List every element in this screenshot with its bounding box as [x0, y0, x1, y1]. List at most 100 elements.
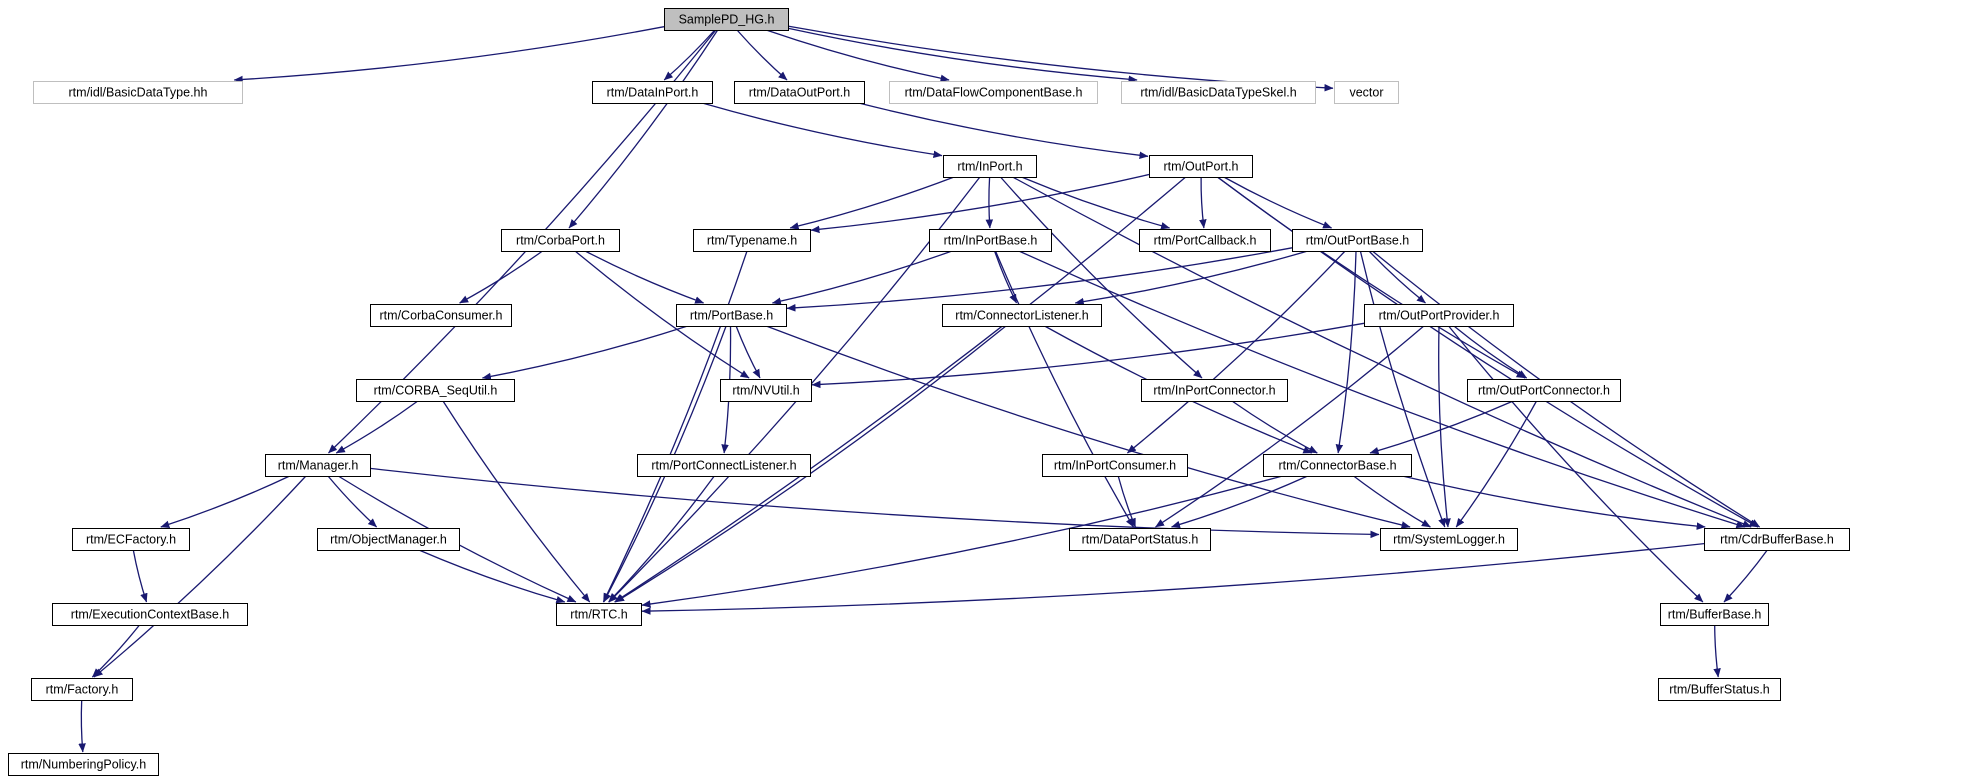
- node-inportbase[interactable]: rtm/InPortBase.h: [929, 229, 1052, 252]
- node-label-portcallback: rtm/PortCallback.h: [1154, 234, 1257, 248]
- node-corbaconsumer[interactable]: rtm/CorbaConsumer.h: [370, 304, 512, 327]
- node-label-inportconsumer: rtm/InPortConsumer.h: [1054, 459, 1176, 473]
- node-label-bufferstatus: rtm/BufferStatus.h: [1669, 683, 1770, 697]
- edge-inportbase-to-connectorlistener: [993, 250, 1018, 304]
- edge-inportbase-to-cdrbufferbase: [1018, 250, 1746, 529]
- edge-typename-to-rtc: [602, 250, 748, 603]
- node-box-portbase: [676, 304, 787, 327]
- node-corbaport[interactable]: rtm/CorbaPort.h: [501, 229, 620, 252]
- node-box-root: [664, 8, 789, 31]
- node-portcallback[interactable]: rtm/PortCallback.h: [1139, 229, 1271, 252]
- node-portconnectlistener[interactable]: rtm/PortConnectListener.h: [637, 454, 811, 477]
- node-box-objectmanager: [317, 528, 460, 551]
- node-box-factory: [31, 678, 133, 701]
- node-label-numberingpolicy: rtm/NumberingPolicy.h: [21, 758, 147, 772]
- node-outport[interactable]: rtm/OutPort.h: [1149, 155, 1253, 178]
- edge-inport-to-portcallback: [1021, 176, 1171, 230]
- edge-manager-to-systemlogger: [369, 467, 1380, 539]
- node-cdrbufferbase[interactable]: rtm/CdrBufferBase.h: [1704, 528, 1850, 551]
- edge-inportconsumer-to-dataportstatus: [1117, 475, 1137, 528]
- edge-root-to-dataoutport: [736, 29, 788, 81]
- node-rtc[interactable]: rtm/RTC.h: [556, 603, 642, 626]
- node-manager[interactable]: rtm/Manager.h: [265, 454, 371, 477]
- edge-portconnectlistener-to-rtc: [608, 475, 715, 603]
- edge-outportprovider-to-bufferbase: [1448, 325, 1704, 603]
- node-factory[interactable]: rtm/Factory.h: [31, 678, 133, 701]
- edge-portbase-to-nvutil: [735, 325, 761, 379]
- node-box-numberingpolicy: [8, 753, 159, 776]
- node-bufferstatus[interactable]: rtm/BufferStatus.h: [1658, 678, 1781, 701]
- edge-datainport-to-inport: [702, 102, 943, 159]
- node-label-outportbase: rtm/OutPortBase.h: [1306, 234, 1410, 248]
- node-typename[interactable]: rtm/Typename.h: [693, 229, 811, 252]
- edge-outport-to-portcallback: [1199, 176, 1207, 229]
- edge-inportconnector-to-connectorbase: [1231, 400, 1318, 454]
- node-objectmanager[interactable]: rtm/ObjectManager.h: [317, 528, 460, 551]
- edge-manager-to-ecfactory: [160, 475, 290, 528]
- edge-corbaport-to-portbase: [584, 250, 705, 304]
- node-inportconsumer[interactable]: rtm/InPortConsumer.h: [1042, 454, 1188, 477]
- edge-bufferbase-to-bufferstatus: [1713, 624, 1721, 678]
- edge-outport-to-cdrbufferbase: [1217, 176, 1759, 528]
- edge-outportprovider-to-outportconnector: [1453, 325, 1528, 379]
- edge-outportprovider-to-systemlogger: [1438, 325, 1451, 528]
- node-executioncontextbase[interactable]: rtm/ExecutionContextBase.h: [52, 603, 248, 626]
- node-box-datainport: [592, 81, 713, 104]
- node-outportbase[interactable]: rtm/OutPortBase.h: [1292, 229, 1423, 252]
- node-label-bufferbase: rtm/BufferBase.h: [1668, 608, 1762, 622]
- edge-outport-to-rtc: [614, 176, 1187, 603]
- node-bufferbase[interactable]: rtm/BufferBase.h: [1660, 603, 1769, 626]
- edge-cdrbufferbase-to-bufferbase: [1723, 549, 1768, 603]
- node-corbasequtil[interactable]: rtm/CORBA_SeqUtil.h: [356, 379, 515, 402]
- node-label-portconnectlistener: rtm/PortConnectListener.h: [651, 459, 796, 473]
- node-connectorlistener[interactable]: rtm/ConnectorListener.h: [942, 304, 1102, 327]
- edge-outportprovider-to-nvutil: [811, 322, 1365, 389]
- node-label-manager: rtm/Manager.h: [278, 459, 359, 473]
- node-box-nvutil: [720, 379, 812, 402]
- edge-outportbase-to-connectorbase: [1335, 250, 1357, 454]
- node-numberingpolicy[interactable]: rtm/NumberingPolicy.h: [8, 753, 159, 776]
- node-datainport[interactable]: rtm/DataInPort.h: [592, 81, 713, 104]
- node-label-ecfactory: rtm/ECFactory.h: [86, 533, 176, 547]
- node-dataportstatus[interactable]: rtm/DataPortStatus.h: [1069, 528, 1211, 551]
- edge-manager-to-factory: [93, 475, 307, 678]
- edge-inport-to-inportbase: [985, 176, 994, 229]
- node-systemlogger[interactable]: rtm/SystemLogger.h: [1380, 528, 1518, 551]
- edge-manager-to-objectmanager: [327, 475, 378, 528]
- node-box-corbasequtil: [356, 379, 515, 402]
- node-box-cdrbufferbase: [1704, 528, 1850, 551]
- node-box-outportprovider: [1364, 304, 1514, 327]
- node-outportconnector[interactable]: rtm/OutPortConnector.h: [1467, 379, 1621, 402]
- edge-outport-to-outportbase: [1223, 176, 1333, 229]
- edge-inport-to-inportconnector: [1000, 176, 1203, 379]
- node-inport[interactable]: rtm/InPort.h: [943, 155, 1037, 178]
- node-root[interactable]: SamplePD_HG.h: [664, 8, 789, 31]
- node-label-root: SamplePD_HG.h: [679, 13, 775, 27]
- edge-outportbase-to-outportprovider: [1368, 250, 1426, 304]
- node-basicdatatype[interactable]: rtm/idl/BasicDataType.hh: [33, 81, 243, 104]
- node-inportconnector[interactable]: rtm/InPortConnector.h: [1141, 379, 1288, 402]
- edge-inport-to-typename: [789, 176, 955, 230]
- node-box-inportbase: [929, 229, 1052, 252]
- node-vector[interactable]: vector: [1334, 81, 1399, 104]
- edge-outportbase-to-connectorlistener: [1074, 250, 1308, 306]
- node-box-inportconsumer: [1042, 454, 1188, 477]
- node-label-rtc: rtm/RTC.h: [570, 608, 627, 622]
- node-outportprovider[interactable]: rtm/OutPortProvider.h: [1364, 304, 1514, 327]
- edge-outportconnector-to-connectorbase: [1369, 400, 1514, 455]
- node-basicdatatypeskel[interactable]: rtm/idl/BasicDataTypeSkel.h: [1121, 81, 1316, 104]
- node-box-dataoutport: [734, 81, 865, 104]
- node-portbase[interactable]: rtm/PortBase.h: [676, 304, 787, 327]
- node-ecfactory[interactable]: rtm/ECFactory.h: [72, 528, 190, 551]
- node-dataoutport[interactable]: rtm/DataOutPort.h: [734, 81, 865, 104]
- edge-connectorlistener-to-rtc: [615, 325, 1007, 603]
- node-nvutil[interactable]: rtm/NVUtil.h: [720, 379, 812, 402]
- edge-inportbase-to-dataportstatus: [994, 250, 1135, 528]
- node-dataflowcomponentbase[interactable]: rtm/DataFlowComponentBase.h: [889, 81, 1098, 104]
- node-box-connectorbase: [1263, 454, 1412, 477]
- node-connectorbase[interactable]: rtm/ConnectorBase.h: [1263, 454, 1412, 477]
- edge-executioncontextbase-to-factory: [91, 624, 141, 678]
- node-box-outportbase: [1292, 229, 1423, 252]
- edge-connectorbase-to-systemlogger: [1353, 475, 1431, 528]
- node-label-connectorlistener: rtm/ConnectorListener.h: [955, 309, 1088, 323]
